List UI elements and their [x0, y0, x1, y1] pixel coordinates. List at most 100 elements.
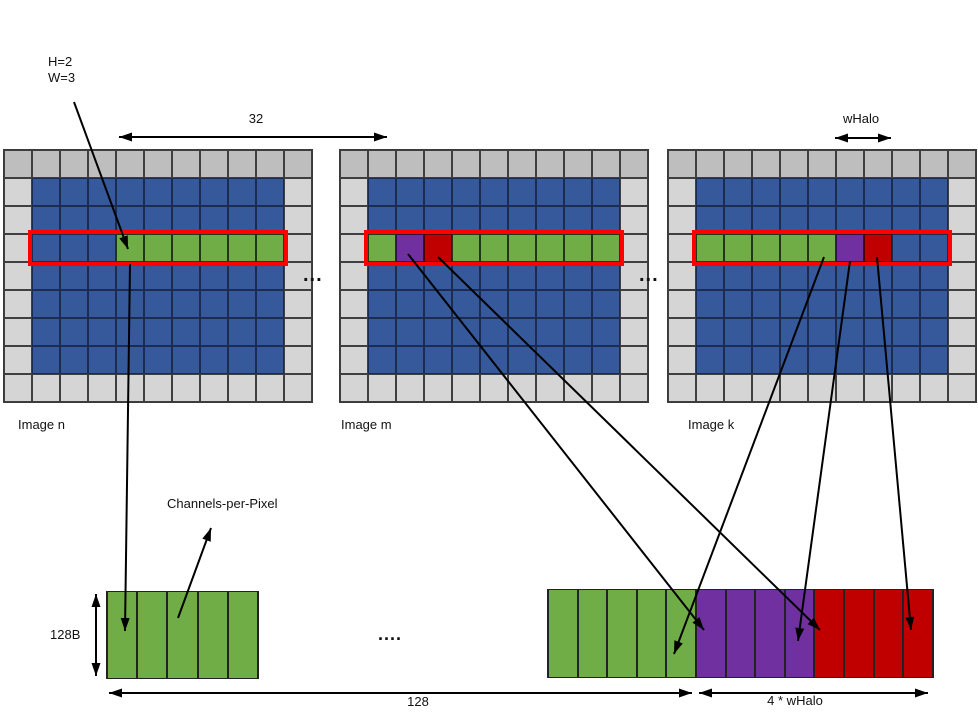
grid-cell	[696, 290, 724, 318]
grid-cell	[396, 150, 424, 178]
grid-cell	[452, 346, 480, 374]
kernel-h-label: H=2	[48, 54, 73, 69]
grid-cell	[508, 346, 536, 374]
grid-cell	[396, 178, 424, 206]
grid-cell	[172, 290, 200, 318]
grid-cell	[864, 374, 892, 402]
grid-cell	[668, 206, 696, 234]
grid-cell	[620, 178, 648, 206]
grid-cell	[60, 346, 88, 374]
grid-cell	[368, 234, 396, 262]
grid-cell	[60, 178, 88, 206]
grid-cell	[920, 234, 948, 262]
grid-cell	[780, 346, 808, 374]
grid-cell	[228, 206, 256, 234]
grid-cell	[144, 318, 172, 346]
grid-cell	[172, 178, 200, 206]
image-k-caption: Image k	[688, 417, 735, 432]
grid-cell	[4, 290, 32, 318]
grid-cell	[892, 150, 920, 178]
dim-128-arrow-head-end	[679, 688, 692, 698]
grid-cell	[396, 374, 424, 402]
grid-cell	[836, 318, 864, 346]
image-grid-k	[667, 149, 977, 403]
grid-cell	[396, 346, 424, 374]
grid-cell	[592, 374, 620, 402]
grid-cell	[424, 374, 452, 402]
grid-cell	[724, 206, 752, 234]
grid-cell	[752, 178, 780, 206]
grid-cell	[536, 346, 564, 374]
grid-cell	[564, 346, 592, 374]
red-bar-cell	[844, 590, 874, 677]
grid-cell	[200, 346, 228, 374]
grid-cell	[284, 206, 312, 234]
grid-cell	[228, 234, 256, 262]
grid-cell	[752, 290, 780, 318]
grid-cell	[508, 150, 536, 178]
grid-cell	[564, 262, 592, 290]
green-bar-cell	[107, 592, 138, 678]
grid-cell	[920, 178, 948, 206]
grid-cell	[424, 178, 452, 206]
green-bar-cell	[548, 590, 578, 677]
grid-cell	[836, 234, 864, 262]
grid-cell	[228, 346, 256, 374]
grid-cell	[144, 150, 172, 178]
purple-bar-cell	[696, 590, 726, 677]
grid-cell	[228, 262, 256, 290]
grid-cell	[4, 206, 32, 234]
grid-cell	[948, 206, 976, 234]
grid-cell	[172, 206, 200, 234]
image-n-caption: Image n	[18, 417, 65, 432]
grid-cell	[228, 290, 256, 318]
grid-cell	[564, 178, 592, 206]
grid-cell	[452, 318, 480, 346]
grid-cell	[340, 206, 368, 234]
grid-cell	[172, 318, 200, 346]
grid-cell	[284, 150, 312, 178]
grid-cell	[836, 178, 864, 206]
grid-cell	[116, 346, 144, 374]
green-bar-cell	[137, 592, 168, 678]
grid-cell	[144, 290, 172, 318]
grid-cell	[452, 178, 480, 206]
grid-cell	[32, 234, 60, 262]
grid-cell	[172, 262, 200, 290]
grid-cell	[696, 262, 724, 290]
grid-cell	[368, 346, 396, 374]
grid-cell	[368, 262, 396, 290]
grid-cell	[60, 262, 88, 290]
grid-cell	[200, 262, 228, 290]
green-bar-cell	[577, 590, 608, 677]
grid-cell	[696, 178, 724, 206]
purple-bar-cell	[755, 590, 785, 677]
grid-cell	[228, 318, 256, 346]
grid-cell	[4, 374, 32, 402]
dim-32-arrow-head-end	[374, 132, 387, 142]
grid-cell	[620, 318, 648, 346]
grid-cell	[424, 290, 452, 318]
grid-cell	[620, 290, 648, 318]
grid-cell	[424, 318, 452, 346]
grid-cell	[340, 374, 368, 402]
grid-cell	[200, 206, 228, 234]
grid-cell	[256, 318, 284, 346]
dim-128b-arrow-head-start	[91, 594, 101, 607]
grid-cell	[780, 262, 808, 290]
grid-cell	[724, 290, 752, 318]
grid-cell	[88, 150, 116, 178]
grid-cell	[452, 290, 480, 318]
grid-cell	[724, 346, 752, 374]
grid-cell	[668, 150, 696, 178]
grid-cell	[396, 290, 424, 318]
grid-cell	[368, 290, 396, 318]
grid-cell	[836, 346, 864, 374]
ellipsis-between-bars: ....	[378, 624, 403, 644]
grid-cell	[88, 262, 116, 290]
grid-cell	[948, 150, 976, 178]
kernel-w-label: W=3	[48, 70, 76, 85]
grid-cell	[116, 150, 144, 178]
grid-cell	[88, 178, 116, 206]
